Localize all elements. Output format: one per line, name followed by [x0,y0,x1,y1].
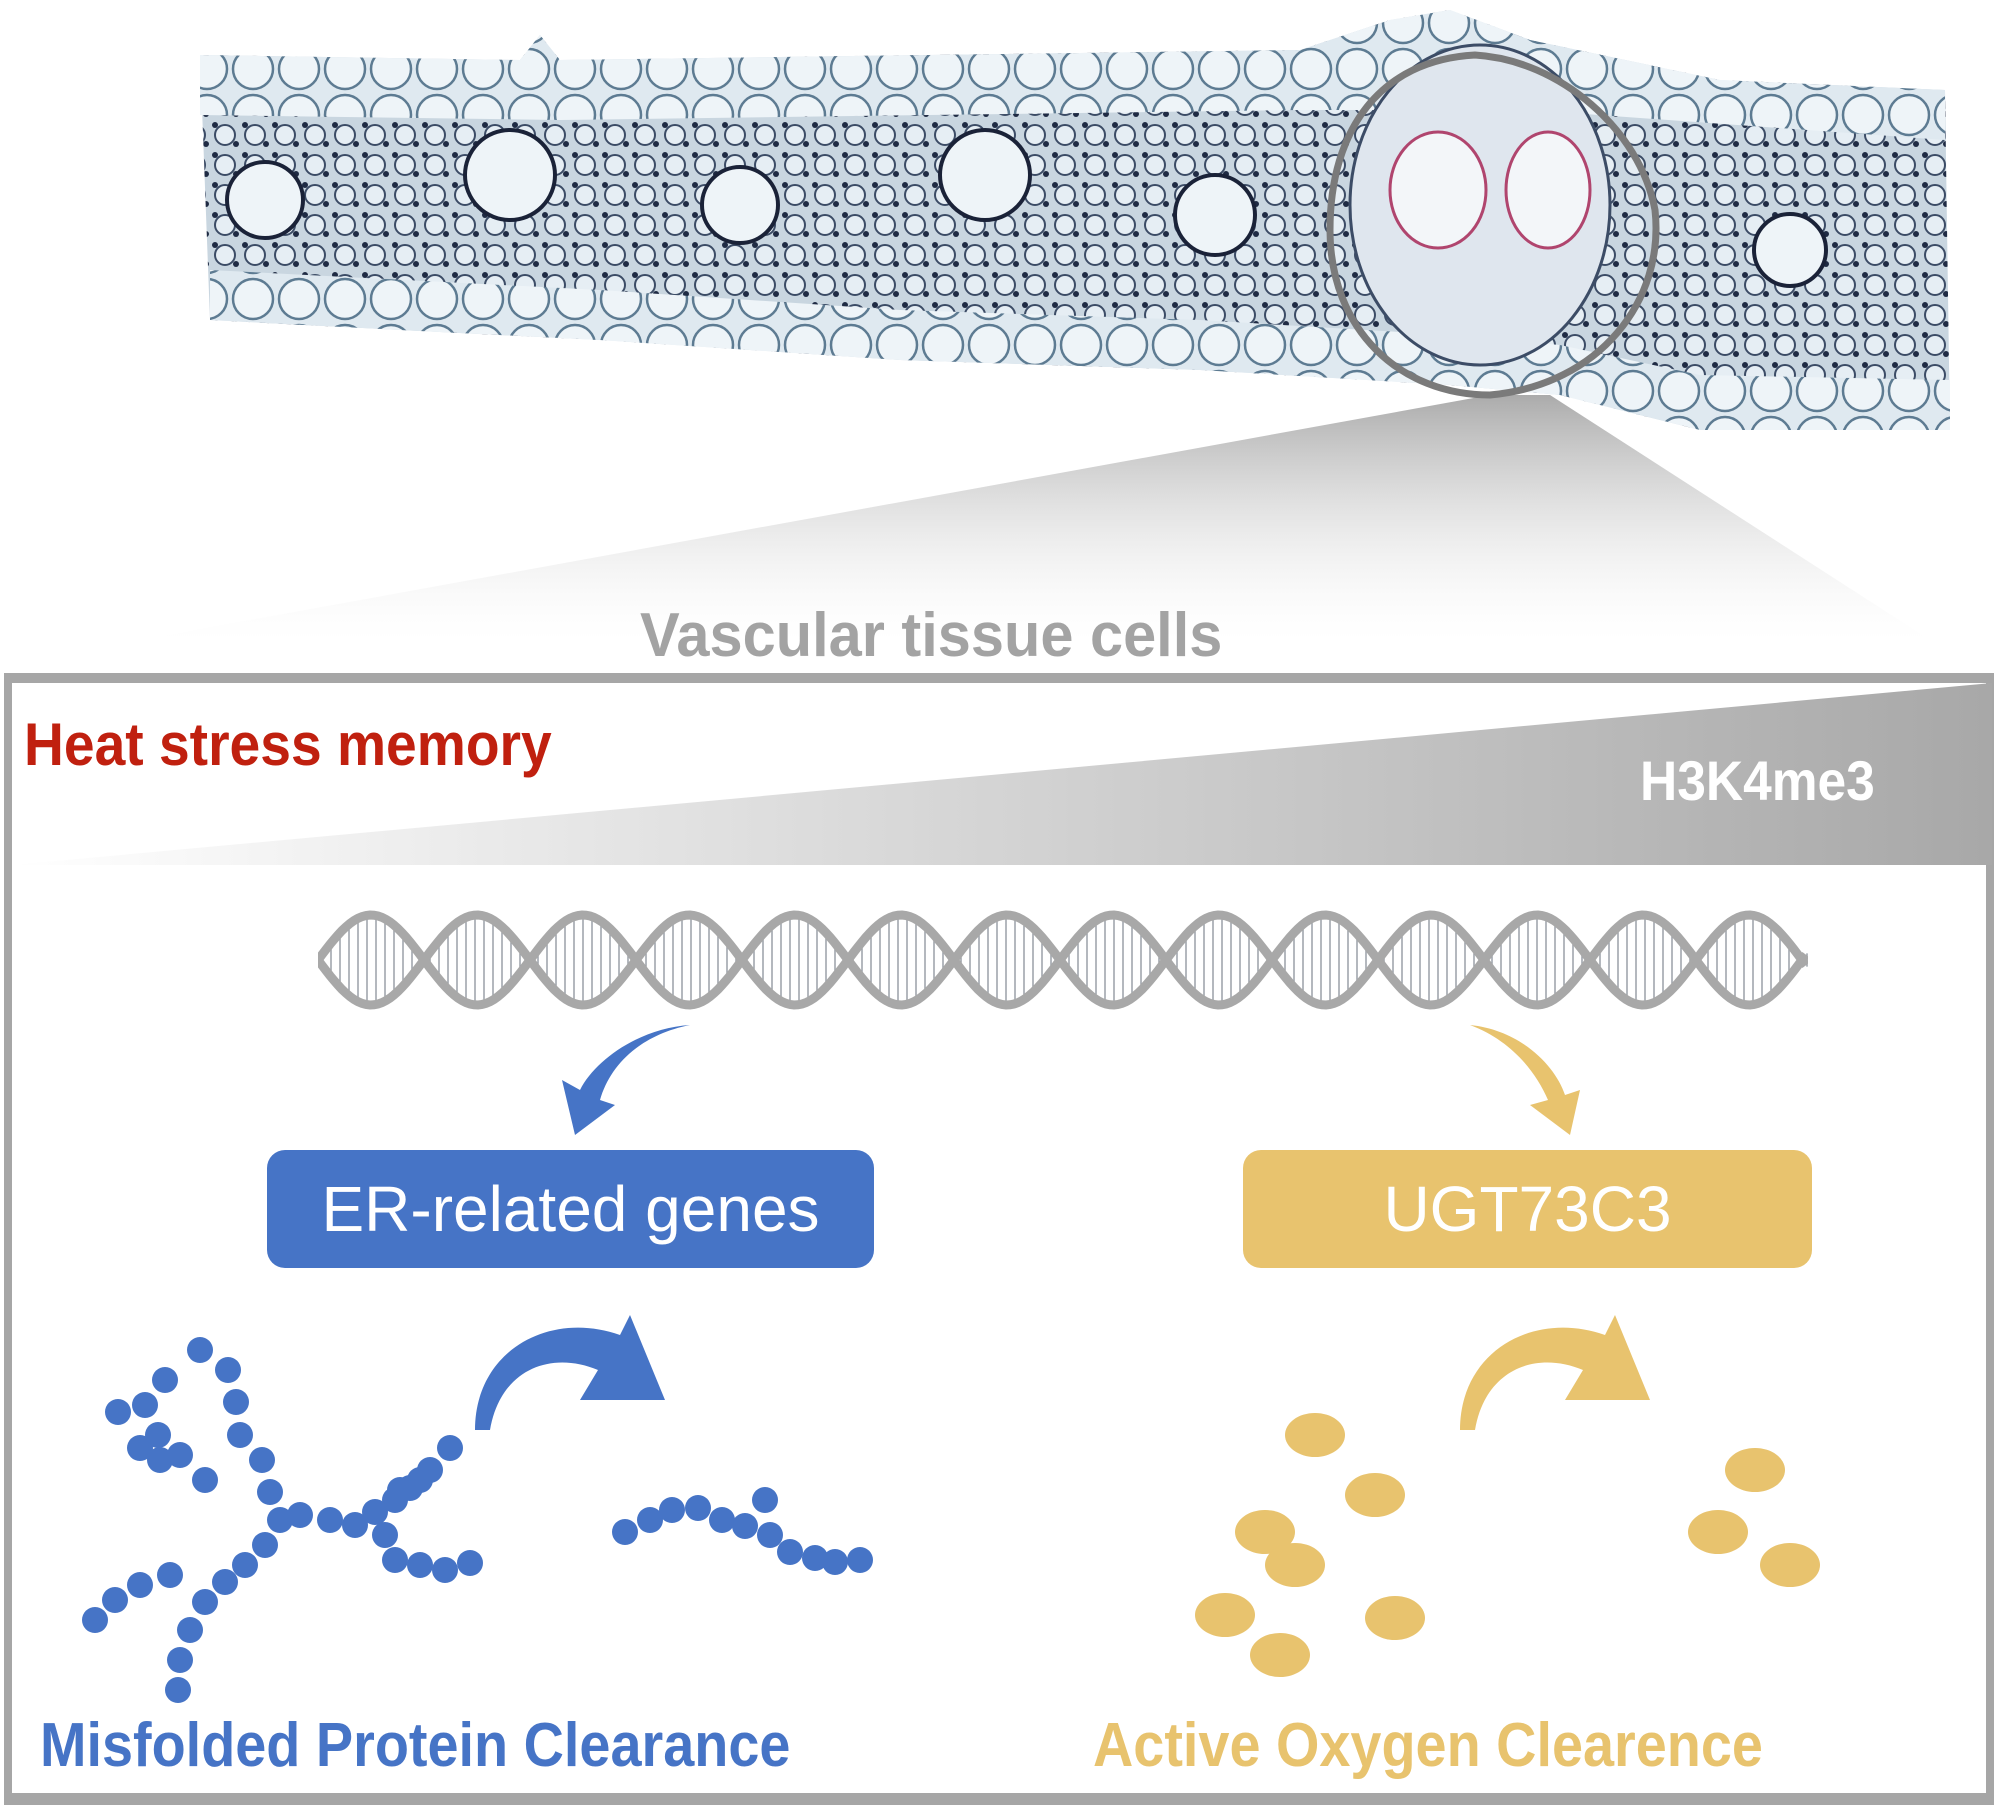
reactive-oxygen-particle [1285,1413,1345,1457]
highlight-outline [1326,51,1660,399]
gold-arc-arrow-icon [1460,1315,1650,1430]
reactive-oxygen-particle [1235,1510,1295,1554]
reactive-oxygen-particle [1345,1473,1405,1517]
protein-bead [802,1545,828,1571]
heat-stress-memory-panel [4,673,1994,1805]
protein-bead [637,1507,663,1533]
protein-bead [177,1617,203,1643]
protein-bead [192,1467,218,1493]
protein-bead [342,1512,368,1538]
protein-bead [287,1502,313,1528]
protein-bead [457,1550,483,1576]
particles-layer [82,1337,1820,1703]
blue-arc-arrow-icon [475,1315,665,1430]
protein-bead [777,1539,803,1565]
protein-bead [165,1677,191,1703]
vascular-tissue-label: Vascular tissue cells [640,601,1223,670]
reactive-oxygen-particle [1265,1543,1325,1587]
protein-bead [127,1435,153,1461]
protein-bead [82,1607,108,1633]
er-related-genes-label: ER-related genes [321,1173,820,1245]
dna-strand [318,910,1808,1010]
protein-bead [752,1487,778,1513]
protein-bead [127,1572,153,1598]
protein-bead [372,1522,398,1548]
reactive-oxygen-particle [1688,1510,1748,1554]
protein-bead [847,1547,873,1573]
er-related-genes-box: ER-related genes [267,1150,874,1268]
gold-curved-arrow-icon [1470,1025,1580,1135]
reactive-oxygen-particle [1760,1543,1820,1587]
protein-bead [257,1479,283,1505]
protein-bead [612,1519,638,1545]
protein-bead [132,1392,158,1418]
protein-bead [215,1357,241,1383]
ugt73c3-box: UGT73C3 [1243,1150,1812,1268]
protein-bead [382,1547,408,1573]
h3k4me3-gradient-ribbon [12,683,1992,865]
heat-stress-memory-label: Heat stress memory [24,711,552,778]
protein-bead [432,1557,458,1583]
blue-curved-arrow-icon [562,1025,690,1135]
reactive-oxygen-particle [1365,1596,1425,1640]
major-vascular-bundle [1326,43,1660,399]
misfolded-protein-clearance-label: Misfolded Protein Clearance [40,1711,791,1780]
h3k4me3-label: H3K4me3 [1640,749,1875,812]
protein-bead [167,1442,193,1468]
protein-bead [407,1467,433,1493]
protein-bead [437,1435,463,1461]
protein-bead [152,1367,178,1393]
protein-bead [187,1337,213,1363]
protein-bead [223,1389,249,1415]
protein-bead [102,1587,128,1613]
minor-vascular-bundles [225,128,1828,288]
protein-bead [822,1549,848,1575]
protein-bead [192,1589,218,1615]
reactive-oxygen-particle [1195,1593,1255,1637]
protein-bead [267,1507,293,1533]
protein-bead [732,1513,758,1539]
protein-bead [145,1422,171,1448]
leaf-cross-section-image [140,10,1950,640]
protein-bead [249,1447,275,1473]
protein-bead [147,1447,173,1473]
protein-bead [685,1495,711,1521]
protein-bead [227,1422,253,1448]
protein-bead [212,1569,238,1595]
reactive-oxygen-particle [1250,1633,1310,1677]
reactive-oxygen-particle [1725,1448,1785,1492]
zoom-cone [140,395,1930,640]
protein-bead [362,1499,388,1525]
ugt73c3-label: UGT73C3 [1383,1173,1672,1245]
protein-bead [709,1507,735,1533]
protein-bead [659,1497,685,1523]
active-oxygen-clearence-label: Active Oxygen Clearence [1093,1711,1763,1780]
protein-bead [407,1552,433,1578]
dna-helix-icon [318,910,1808,1010]
protein-bead [105,1399,131,1425]
protein-bead [167,1647,193,1673]
protein-bead [317,1507,343,1533]
protein-bead [157,1562,183,1588]
protein-bead [252,1532,278,1558]
protein-bead [757,1522,783,1548]
protein-bead [232,1552,258,1578]
protein-bead [387,1477,413,1503]
